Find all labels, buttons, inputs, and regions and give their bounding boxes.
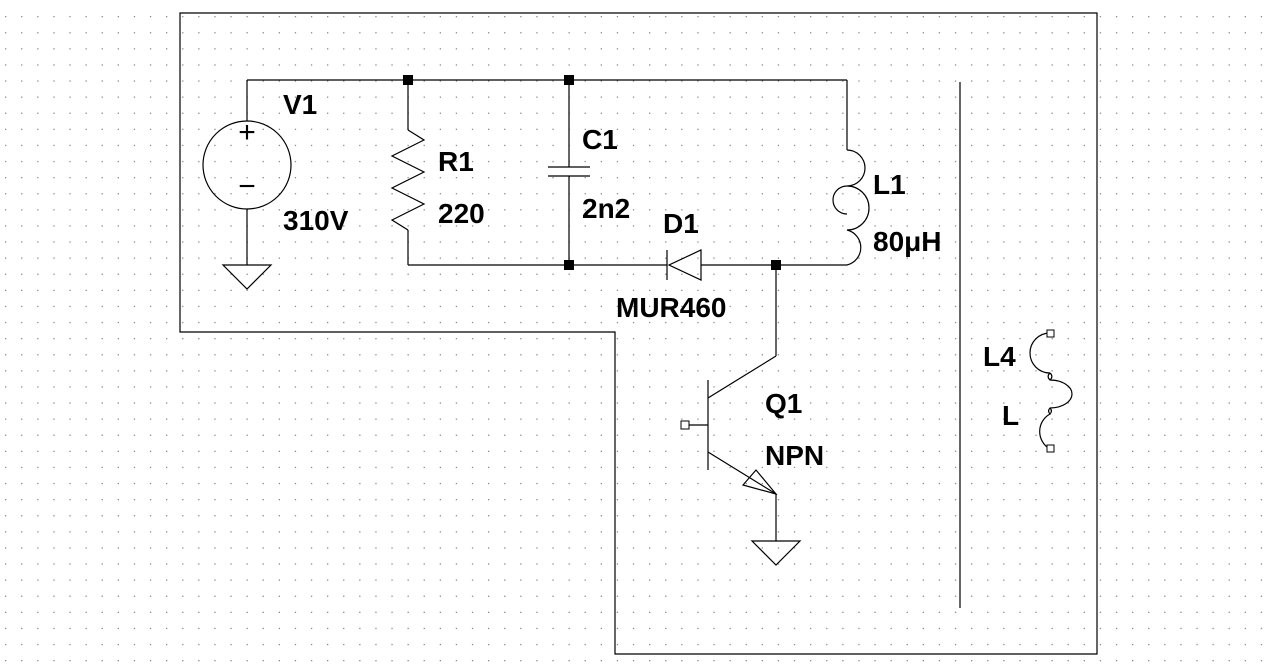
junction-dot <box>771 260 781 270</box>
base-pin[interactable] <box>680 420 690 430</box>
c1-value-label[interactable]: 2n2 <box>582 193 630 224</box>
l4-pin-bottom[interactable] <box>1046 444 1055 453</box>
inductor-icon <box>1029 332 1073 450</box>
q1-value-label[interactable]: NPN <box>765 440 824 471</box>
board-outline <box>179 12 1098 655</box>
v1-minus-sign: − <box>238 170 256 203</box>
v1-name-label[interactable]: V1 <box>283 89 317 120</box>
l4-value-label[interactable]: L <box>1002 400 1019 431</box>
diode-d1[interactable] <box>666 249 702 281</box>
transistor-q1[interactable] <box>680 355 778 541</box>
v1-plus-sign: + <box>238 116 256 149</box>
d1-value-label[interactable]: MUR460 <box>616 292 726 323</box>
inductor-l4[interactable] <box>1029 329 1073 453</box>
wires <box>246 79 848 356</box>
q1-name-label[interactable]: Q1 <box>765 388 802 419</box>
ground-icon[interactable] <box>221 264 273 290</box>
l4-pin-top[interactable] <box>1046 329 1055 338</box>
junction-dot <box>564 75 574 85</box>
c1-name-label[interactable]: C1 <box>582 124 618 155</box>
r1-name-label[interactable]: R1 <box>438 146 474 177</box>
capacitor-c1[interactable] <box>548 166 590 177</box>
diode-icon <box>667 249 702 281</box>
transistor-collector <box>707 355 777 399</box>
junctions <box>403 75 781 270</box>
junction-dot <box>564 260 574 270</box>
l1-value-label[interactable]: 80μH <box>873 226 942 257</box>
v1-value-label[interactable]: 310V <box>283 205 349 236</box>
ground-icon[interactable] <box>750 540 802 566</box>
transistor-emitter <box>707 451 777 495</box>
voltage-source-icon <box>202 120 292 210</box>
r1-value-label[interactable]: 220 <box>438 198 485 229</box>
emitter-arrow-icon <box>741 469 778 496</box>
inductor-l1[interactable] <box>832 149 870 266</box>
l4-name-label[interactable]: L4 <box>983 341 1016 372</box>
junction-dot <box>403 75 413 85</box>
resistor-r1[interactable] <box>390 129 426 231</box>
inductor-coil-inner <box>1049 372 1053 415</box>
d1-name-label[interactable]: D1 <box>663 208 699 239</box>
l1-name-label[interactable]: L1 <box>873 169 906 200</box>
voltage-source-v1[interactable]: + − <box>202 116 292 210</box>
grid-dots <box>5 16 1263 662</box>
